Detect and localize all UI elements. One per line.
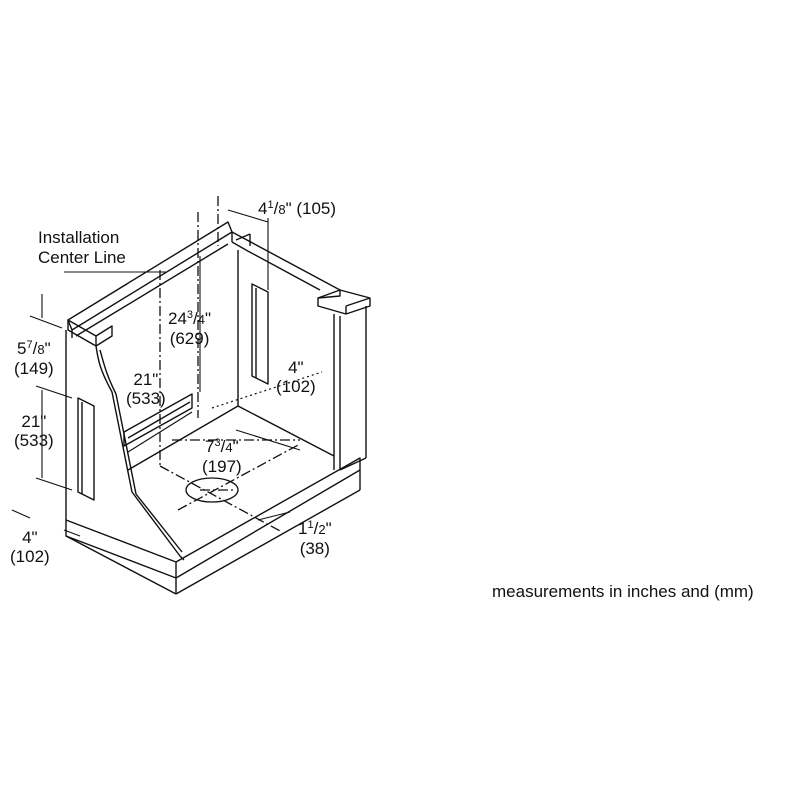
dim-left-bottom: 4" (102) [10, 528, 50, 566]
dim-left-top: 57/8" (149) [14, 339, 54, 378]
dim-num: 1 [307, 519, 314, 531]
dim-right-depth: 4" (102) [276, 358, 316, 396]
center-line-label-line1: Installation [38, 228, 120, 247]
dim-num: 7 [26, 339, 33, 351]
dim-whole: 7 [205, 437, 215, 456]
dim-mm: (533) [126, 389, 166, 408]
dim-mm: (629) [169, 329, 210, 348]
units-caption: measurements in inches and (mm) [492, 582, 754, 601]
dim-back-opening-width: 21" (533) [126, 370, 166, 408]
dim-den: 8 [37, 342, 45, 357]
dim-whole: 21 [133, 370, 153, 389]
dim-mm: (38) [299, 539, 330, 558]
dim-den: 4 [197, 312, 206, 327]
dim-mm: (102) [276, 377, 316, 396]
dim-top-offset: 41/8" (105) [258, 199, 337, 218]
dim-whole: 24 [168, 309, 187, 328]
dim-whole: 21 [21, 412, 41, 431]
dim-whole: 4 [22, 528, 32, 547]
dim-mm: (102) [10, 547, 50, 566]
dim-mm: (105) [296, 199, 337, 218]
dim-whole: 1 [298, 519, 308, 538]
dim-height-to-outlet: 243/4" (629) [168, 309, 212, 348]
dim-front-offset: 11/2" (38) [298, 519, 332, 558]
dim-side-opening-height: 21" (533) [14, 412, 54, 450]
dim-num: 3 [214, 437, 221, 449]
dim-num: 3 [186, 309, 194, 321]
dim-floor-depth: 73/4" (197) [202, 437, 242, 476]
dim-mm: (197) [202, 457, 242, 476]
dim-mm: (149) [14, 359, 54, 378]
dim-whole: 4 [288, 358, 298, 377]
dim-den: 2 [318, 522, 326, 537]
dim-whole: 5 [17, 339, 27, 358]
center-line-label: Installation Center Line [38, 228, 126, 268]
dim-den: 8 [278, 202, 286, 217]
dim-den: 4 [225, 440, 233, 455]
dim-num: 1 [267, 199, 274, 211]
dim-mm: (533) [14, 431, 54, 450]
center-line-label-line2: Center Line [38, 248, 126, 267]
dim-whole: 4 [258, 199, 268, 218]
